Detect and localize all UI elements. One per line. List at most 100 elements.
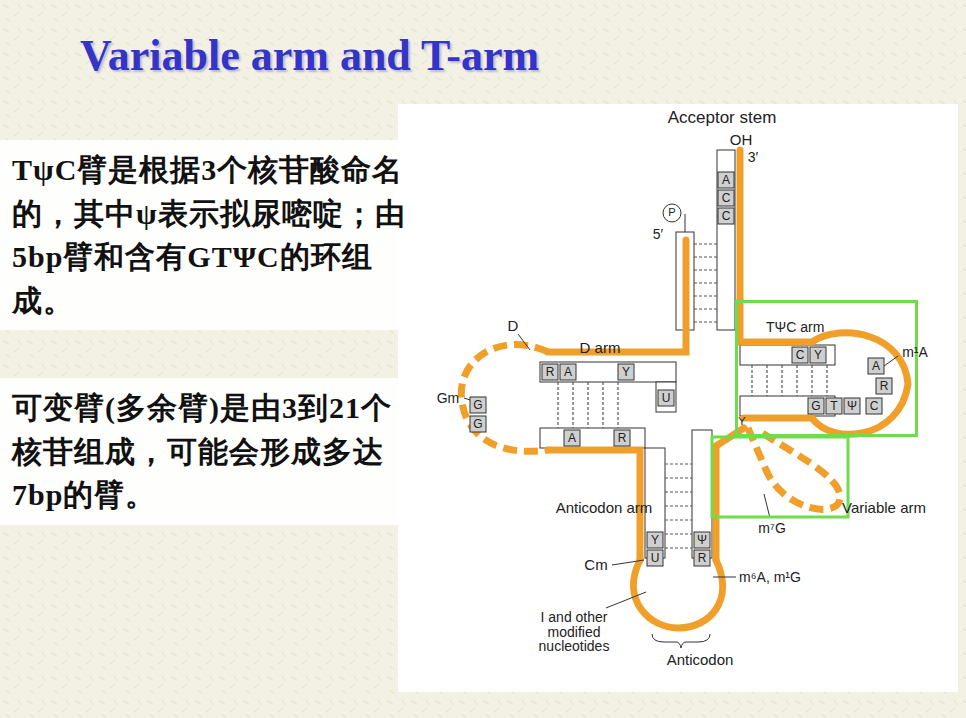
- backbone-solid: [716, 428, 744, 560]
- junction-strand: [656, 382, 676, 412]
- part-label: Cm: [584, 557, 607, 573]
- nucleotide-letter: G: [473, 399, 482, 412]
- leader-line: [713, 577, 736, 578]
- d-arm-upper: [540, 362, 676, 382]
- nucleotide-box: [718, 208, 734, 224]
- nucleotide-letter: T: [830, 400, 837, 413]
- base-pair-rung: [694, 321, 717, 322]
- leader-line: [464, 398, 470, 400]
- leader-line: [884, 356, 898, 366]
- nucleotide-box: [718, 190, 734, 206]
- nucleotide-letter: C: [870, 400, 879, 413]
- part-label: m¹A: [902, 345, 928, 360]
- nucleotide-box: [614, 430, 630, 446]
- backbone-solid: [548, 240, 686, 352]
- text-panel: TψC臂是根据3个核苷酸命名的，其中ψ表示拟尿嘧啶；由5bp臂和含有GTΨC的环…: [0, 140, 418, 330]
- acceptor-3-strand: [717, 150, 735, 330]
- slide-title: Variable arm and T-arm: [80, 30, 539, 81]
- nucleotide-box: [694, 532, 710, 548]
- tpsic-upper-strand: [740, 345, 835, 365]
- nucleotide-box: [718, 172, 734, 188]
- nucleotide-letter: R: [698, 552, 707, 565]
- part-label: Y: [738, 416, 745, 428]
- leader-line: [685, 214, 686, 232]
- body-text: 可变臂(多余臂)是由3到21个核苷组成，可能会形成多达7bp的臂。: [12, 386, 406, 517]
- base-pair-rung: [665, 533, 692, 534]
- backbone-solid: [737, 150, 744, 300]
- part-label: I and other modified nucleotides: [524, 610, 624, 654]
- nucleotide-letter: G: [473, 418, 482, 431]
- part-label: m⁷G: [758, 521, 786, 536]
- d-loop: [461, 345, 548, 452]
- nucleotide-box: [866, 398, 882, 414]
- variable-arm-frame: [712, 437, 848, 517]
- phosphate-circle: [663, 204, 681, 222]
- base-pair-rung: [665, 519, 692, 520]
- base-pair-rung: [694, 295, 717, 296]
- base-pair-rung: [587, 382, 588, 428]
- nucleotide-box: [694, 550, 710, 566]
- base-pair-rung: [665, 491, 692, 492]
- base-pair-rung: [751, 365, 752, 396]
- part-label: 3′: [748, 150, 758, 165]
- nucleotide-box: [658, 390, 674, 406]
- nucleotide-box: [470, 416, 486, 432]
- nucleotide-letter: G: [811, 400, 820, 413]
- nucleotide-box: [470, 397, 486, 413]
- part-label: Anticodon arm: [554, 500, 654, 516]
- anticodon-brace: [652, 634, 710, 648]
- dashed-loops: [461, 345, 840, 510]
- leader-line: [606, 592, 646, 608]
- base-pair-rung: [572, 382, 573, 428]
- base-pair-rung: [811, 365, 812, 396]
- nucleotide-letter: Y: [651, 534, 659, 547]
- part-label: Acceptor stem: [668, 109, 777, 127]
- nucleotide-letter: U: [651, 552, 660, 565]
- nucleotide-letter: C: [796, 349, 805, 362]
- base-pair-rung: [826, 365, 827, 396]
- nucleotide-letter: A: [872, 360, 880, 373]
- variable-loop: [748, 428, 840, 509]
- leader-line: [518, 334, 530, 350]
- base-pair-rung: [665, 463, 692, 464]
- nucleotide-box: [810, 347, 826, 363]
- part-label: Gm: [437, 391, 460, 406]
- tpsic-lower-strand: [740, 396, 835, 416]
- backbone-solid: [744, 415, 812, 422]
- text-panel: 可变臂(多余臂)是由3到21个核苷组成，可能会形成多达7bp的臂。: [0, 378, 418, 525]
- tpsic-loop: [740, 300, 908, 434]
- nucleotide-letter: R: [618, 432, 627, 445]
- nucleotide-box: [808, 398, 824, 414]
- part-label: P: [668, 207, 675, 219]
- part-label: Anticodon: [667, 652, 734, 668]
- base-pair-rung: [665, 547, 692, 548]
- nucleotide-box: [876, 378, 892, 394]
- part-label: OH: [730, 132, 753, 148]
- leader-lines: [464, 204, 898, 648]
- base-pair-rung: [665, 505, 692, 506]
- nucleotide-letter: U: [662, 392, 671, 405]
- anticodon-right-strand: [692, 430, 712, 558]
- nucleotide-box: [868, 358, 884, 374]
- base-pair-rung: [766, 365, 767, 396]
- part-label: m⁶A, m¹G: [739, 570, 801, 585]
- nucleotide-box: [826, 398, 842, 414]
- highlight-frame: TΨC arm: [735, 300, 918, 437]
- nucleotide-letter: A: [568, 432, 576, 445]
- base-pair-rung: [694, 269, 717, 270]
- nucleotide-box: [560, 364, 576, 380]
- anticodon-loop: [634, 560, 723, 628]
- arm-label: TΨC arm: [766, 319, 824, 335]
- nucleotide-letter: C: [722, 210, 731, 223]
- base-pair-rung: [694, 256, 717, 257]
- nucleotide-box: [542, 364, 558, 380]
- part-label: 5′: [653, 227, 663, 242]
- base-pair-rung: [557, 382, 558, 428]
- body-text: TψC臂是根据3个核苷酸命名的，其中ψ表示拟尿嘧啶；由5bp臂和含有GTΨC的环…: [12, 148, 406, 322]
- nucleotide-letter: R: [880, 380, 889, 393]
- nucleotide-letter: A: [564, 366, 572, 379]
- base-pair-rung: [694, 308, 717, 309]
- part-label: Variable arm: [842, 500, 926, 516]
- base-pair-rung: [796, 365, 797, 396]
- nucleotide-letter: Y: [814, 349, 822, 362]
